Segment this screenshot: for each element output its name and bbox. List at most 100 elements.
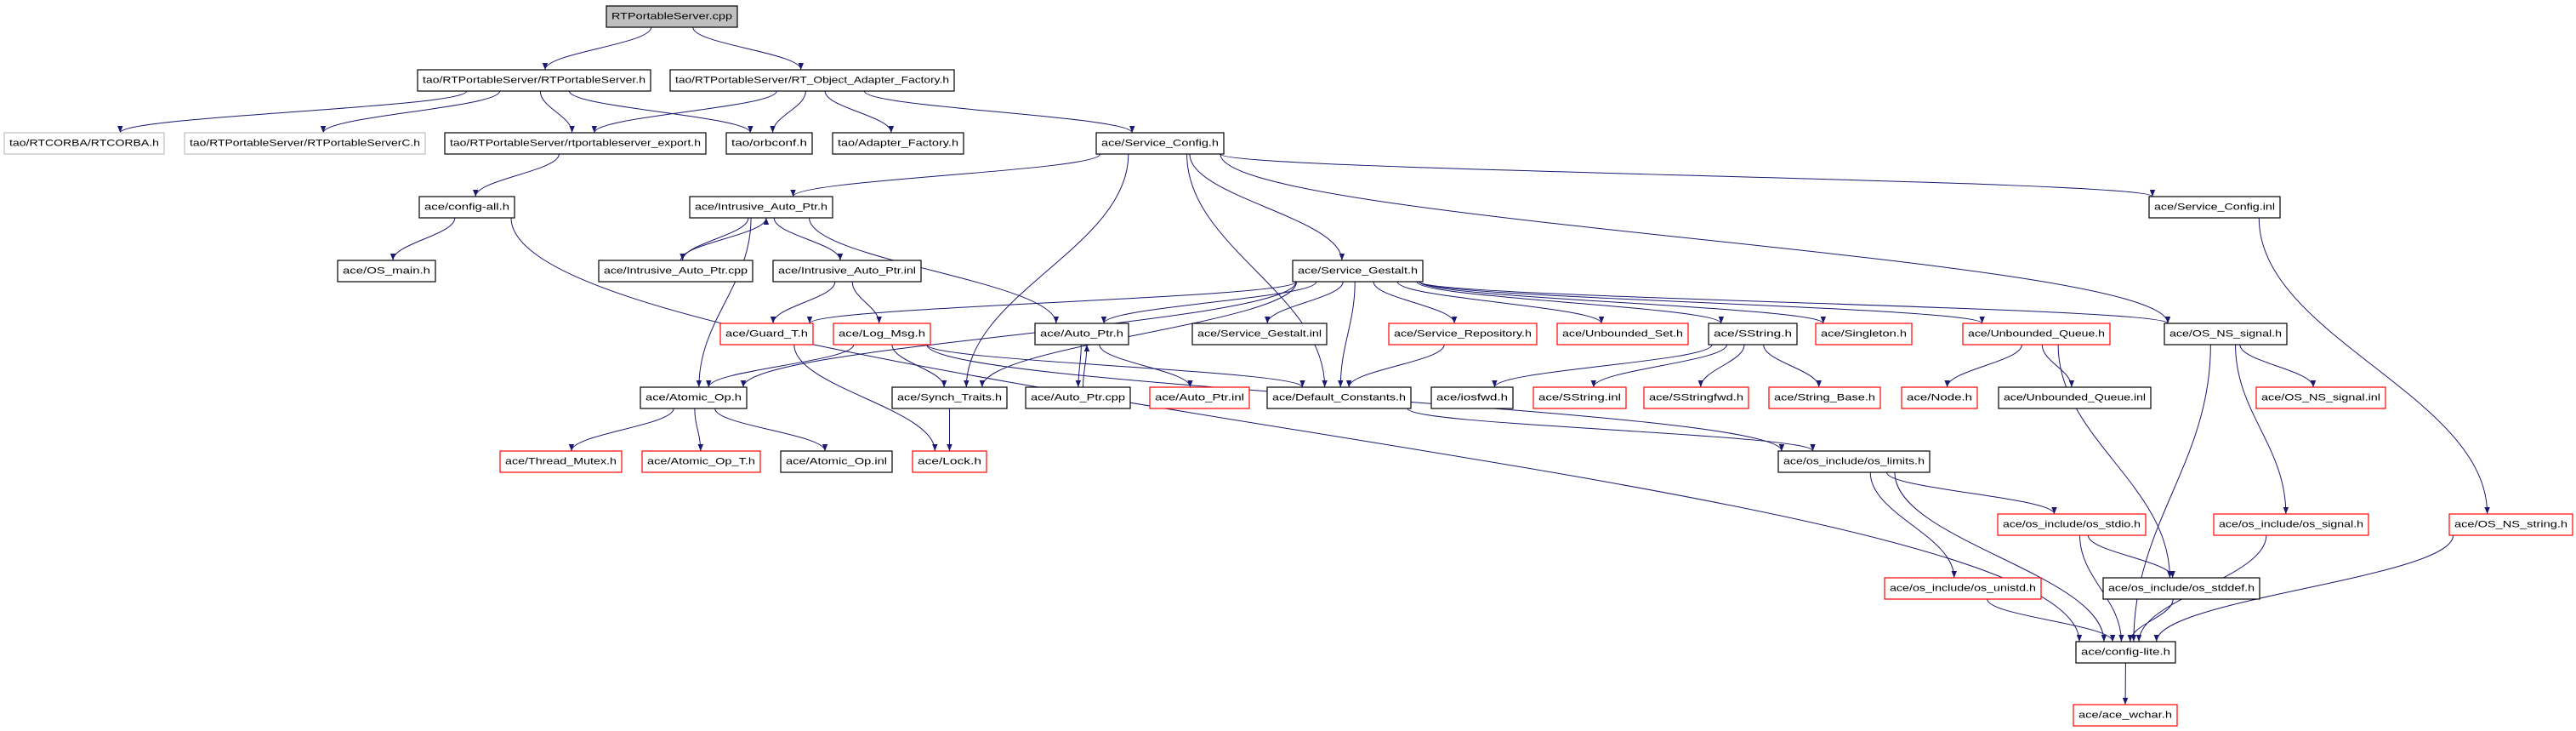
node-box[interactable] [1556, 323, 1689, 346]
node-box[interactable] [499, 450, 623, 473]
node-node[interactable]: ace/Node.h [1901, 386, 1978, 409]
node-cpp[interactable]: RTPortableServer.cpp [606, 5, 738, 28]
node-svcrepo[interactable]: ace/Service_Repository.h [1388, 323, 1538, 346]
node-box[interactable] [418, 196, 515, 219]
node-singleton[interactable]: ace/Singleton.h [1815, 323, 1913, 346]
node-stdio[interactable]: ace/os_include/os_stdio.h [1997, 513, 2147, 536]
node-box[interactable] [689, 196, 833, 219]
node-box[interactable] [1643, 386, 1749, 409]
node-box[interactable] [891, 386, 1008, 409]
node-box[interactable] [2075, 641, 2176, 664]
node-rtpsc[interactable]: tao/RTPortableServer/RTPortableServerC.h [184, 132, 426, 155]
node-gestalt[interactable]: ace/Service_Gestalt.h [1292, 260, 1424, 283]
node-box[interactable] [1025, 386, 1131, 409]
node-cfgall[interactable]: ace/config-all.h [418, 196, 515, 219]
node-box[interactable] [833, 323, 931, 346]
node-unistd[interactable]: ace/os_include/os_unistd.h [1884, 577, 2042, 600]
node-rtps_h[interactable]: tao/RTPortableServer/RTPortableServer.h [417, 69, 651, 92]
node-orbconf[interactable]: tao/orbconf.h [725, 132, 813, 155]
node-box[interactable] [641, 450, 761, 473]
node-box[interactable] [2148, 196, 2281, 219]
node-box[interactable] [1997, 513, 2147, 536]
node-box[interactable] [1149, 386, 1250, 409]
node-nsstring[interactable]: ace/OS_NS_string.h [2448, 513, 2573, 536]
node-box[interactable] [780, 450, 893, 473]
node-iap_cpp[interactable]: ace/Intrusive_Auto_Ptr.cpp [598, 260, 753, 283]
node-box[interactable] [1034, 323, 1129, 346]
node-uqueue_inl[interactable]: ace/Unbounded_Queue.inl [1998, 386, 2152, 409]
node-box[interactable] [772, 260, 922, 283]
node-autoptr_inl[interactable]: ace/Auto_Ptr.inl [1149, 386, 1250, 409]
node-box[interactable] [2073, 704, 2178, 727]
node-svcconf[interactable]: ace/Service_Config.h [1095, 132, 1225, 155]
node-strbase[interactable]: ace/String_Base.h [1768, 386, 1881, 409]
node-sstring[interactable]: ace/SString.h [1708, 323, 1798, 346]
node-box[interactable] [1191, 323, 1328, 346]
node-cfglite[interactable]: ace/config-lite.h [2075, 641, 2176, 664]
node-gestalt_inl[interactable]: ace/Service_Gestalt.inl [1191, 323, 1328, 346]
node-export[interactable]: tao/RTPortableServer/rtportableserver_ex… [444, 132, 707, 155]
node-box[interactable] [912, 450, 987, 473]
node-sstring_inl[interactable]: ace/SString.inl [1533, 386, 1627, 409]
node-defconst[interactable]: ace/Default_Constants.h [1266, 386, 1412, 409]
node-box[interactable] [2213, 513, 2369, 536]
node-box[interactable] [1266, 386, 1412, 409]
node-atomic[interactable]: ace/Atomic_Op.h [640, 386, 748, 409]
node-rtcorba[interactable]: tao/RTCORBA/RTCORBA.h [3, 132, 165, 155]
node-box[interactable] [184, 132, 426, 155]
node-logmsg[interactable]: ace/Log_Msg.h [833, 323, 931, 346]
node-nssignal_inl[interactable]: ace/OS_NS_signal.inl [2255, 386, 2386, 409]
node-box[interactable] [1708, 323, 1798, 346]
node-adapter[interactable]: tao/Adapter_Factory.h [832, 132, 964, 155]
node-wchar[interactable]: ace/ace_wchar.h [2073, 704, 2178, 727]
node-box[interactable] [1962, 323, 2111, 346]
node-osmain[interactable]: ace/OS_main.h [337, 260, 436, 283]
node-autoptr_cpp[interactable]: ace/Auto_Ptr.cpp [1025, 386, 1131, 409]
node-limits[interactable]: ace/os_include/os_limits.h [1777, 450, 1931, 473]
node-box[interactable] [2255, 386, 2386, 409]
node-autoptr[interactable]: ace/Auto_Ptr.h [1034, 323, 1129, 346]
node-box[interactable] [598, 260, 753, 283]
node-box[interactable] [606, 5, 738, 28]
node-box[interactable] [1292, 260, 1424, 283]
node-box[interactable] [669, 69, 955, 92]
node-box[interactable] [2102, 577, 2260, 600]
node-sstringfwd[interactable]: ace/SStringfwd.h [1643, 386, 1749, 409]
node-box[interactable] [1388, 323, 1538, 346]
node-uqueue[interactable]: ace/Unbounded_Queue.h [1962, 323, 2111, 346]
node-atomic_t[interactable]: ace/Atomic_Op_T.h [641, 450, 761, 473]
node-iosfwd[interactable]: ace/iosfwd.h [1430, 386, 1514, 409]
node-box[interactable] [1095, 132, 1225, 155]
node-box[interactable] [1768, 386, 1881, 409]
node-box[interactable] [3, 132, 165, 155]
node-box[interactable] [1777, 450, 1931, 473]
node-box[interactable] [444, 132, 707, 155]
node-box[interactable] [832, 132, 964, 155]
node-box[interactable] [1998, 386, 2152, 409]
node-box[interactable] [640, 386, 748, 409]
node-atomic_inl[interactable]: ace/Atomic_Op.inl [780, 450, 893, 473]
node-synch[interactable]: ace/Synch_Traits.h [891, 386, 1008, 409]
node-box[interactable] [1533, 386, 1627, 409]
node-iap_h[interactable]: ace/Intrusive_Auto_Ptr.h [689, 196, 833, 219]
node-svcconf_inl[interactable]: ace/Service_Config.inl [2148, 196, 2281, 219]
node-box[interactable] [2448, 513, 2573, 536]
node-nssignal[interactable]: ace/OS_NS_signal.h [2164, 323, 2288, 346]
node-box[interactable] [1430, 386, 1514, 409]
node-box[interactable] [337, 260, 436, 283]
node-guard[interactable]: ace/Guard_T.h [719, 323, 814, 346]
node-iap_inl[interactable]: ace/Intrusive_Auto_Ptr.inl [772, 260, 922, 283]
node-mutex[interactable]: ace/Thread_Mutex.h [499, 450, 623, 473]
node-stddef[interactable]: ace/os_include/os_stddef.h [2102, 577, 2260, 600]
node-uset[interactable]: ace/Unbounded_Set.h [1556, 323, 1689, 346]
node-box[interactable] [1901, 386, 1978, 409]
node-box[interactable] [2164, 323, 2288, 346]
node-box[interactable] [719, 323, 814, 346]
node-box[interactable] [1884, 577, 2042, 600]
node-rtoaf[interactable]: tao/RTPortableServer/RT_Object_Adapter_F… [669, 69, 955, 92]
node-box[interactable] [417, 69, 651, 92]
node-box[interactable] [725, 132, 813, 155]
node-lock[interactable]: ace/Lock.h [912, 450, 987, 473]
node-ossignal[interactable]: ace/os_include/os_signal.h [2213, 513, 2369, 536]
node-box[interactable] [1815, 323, 1913, 346]
